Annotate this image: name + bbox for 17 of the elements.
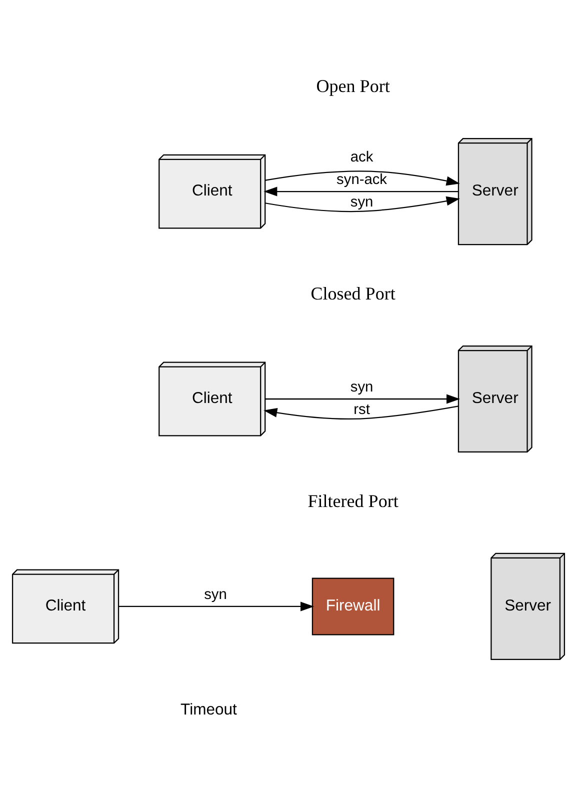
label: Filtered Port bbox=[308, 490, 398, 511]
node-box: Firewall bbox=[312, 577, 394, 635]
label: Closed Port bbox=[310, 283, 396, 304]
edge-label: syn bbox=[350, 379, 374, 396]
arrow bbox=[265, 170, 460, 186]
edge-label: syn-ack bbox=[336, 172, 388, 188]
label: Timeout bbox=[180, 700, 237, 718]
edge-label: syn bbox=[350, 194, 374, 210]
label: Open Port bbox=[316, 76, 390, 96]
arrow bbox=[264, 405, 458, 419]
edge-label: ack bbox=[350, 149, 374, 166]
arrow bbox=[118, 601, 314, 611]
edge-label: rst bbox=[354, 402, 370, 418]
arrow bbox=[265, 394, 460, 404]
arrow bbox=[265, 196, 460, 212]
arrow bbox=[264, 186, 458, 196]
edge-label: syn bbox=[204, 586, 227, 603]
